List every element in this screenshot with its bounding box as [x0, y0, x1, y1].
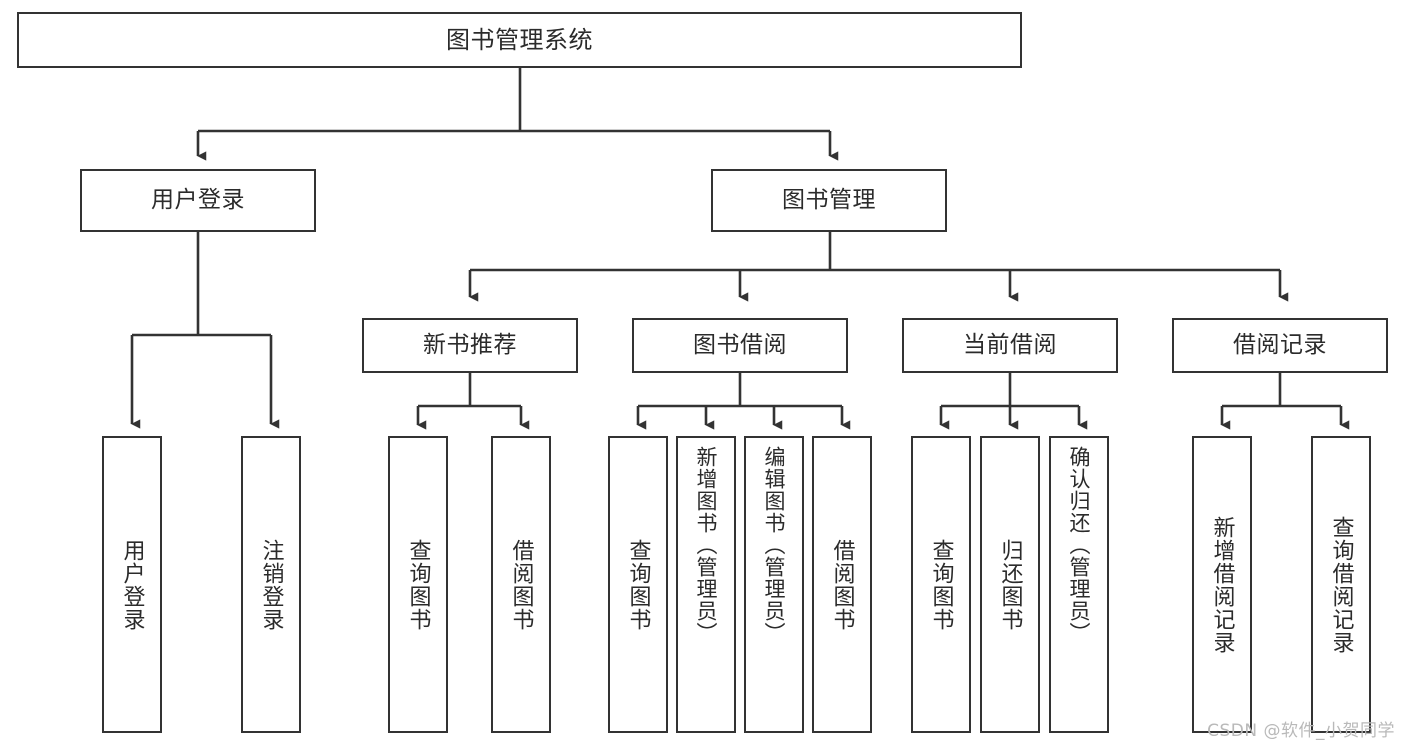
leaf-query-borrow-record[interactable]: 查询借阅记录 [1311, 436, 1371, 733]
leaf-query-book-recommend-label: 查询图书 [405, 538, 431, 631]
node-book-management-label: 图书管理 [782, 186, 876, 213]
leaf-query-book-borrow-label: 查询图书 [625, 538, 651, 631]
leaf-borrow-book[interactable]: 借阅图书 [812, 436, 872, 733]
node-current-borrowing[interactable]: 当前借阅 [902, 318, 1118, 373]
leaf-borrow-book-label: 借阅图书 [829, 538, 855, 631]
node-borrow-records-label: 借阅记录 [1233, 331, 1327, 358]
watermark: CSDN @软件_小贺同学 [1207, 721, 1395, 741]
leaf-query-book-borrow[interactable]: 查询图书 [608, 436, 668, 733]
leaf-add-borrow-record-label: 新增借阅记录 [1209, 515, 1235, 654]
leaf-logout-label: 注销登录 [258, 538, 284, 631]
leaf-edit-book-admin[interactable]: 编辑图书（管理员） [744, 436, 804, 733]
node-user-login[interactable]: 用户登录 [80, 169, 316, 232]
leaf-query-borrow-record-label: 查询借阅记录 [1328, 515, 1354, 654]
node-book-borrowing[interactable]: 图书借阅 [632, 318, 848, 373]
leaf-return-book[interactable]: 归还图书 [980, 436, 1040, 733]
leaf-user-login[interactable]: 用户登录 [102, 436, 162, 733]
leaf-return-book-label: 归还图书 [997, 538, 1023, 631]
node-new-book-recommendation-label: 新书推荐 [423, 331, 517, 358]
node-book-borrowing-label: 图书借阅 [693, 331, 787, 358]
leaf-query-book-recommend[interactable]: 查询图书 [388, 436, 448, 733]
leaf-query-book-current-label: 查询图书 [928, 538, 954, 631]
node-user-login-label: 用户登录 [151, 186, 245, 213]
leaf-edit-book-admin-label: 编辑图书（管理员） [762, 446, 787, 644]
leaf-query-book-current[interactable]: 查询图书 [911, 436, 971, 733]
leaf-borrow-book-recommend[interactable]: 借阅图书 [491, 436, 551, 733]
node-root[interactable]: 图书管理系统 [17, 12, 1022, 68]
leaf-borrow-book-recommend-label: 借阅图书 [508, 538, 534, 631]
leaf-confirm-return-admin[interactable]: 确认归还（管理员） [1049, 436, 1109, 733]
node-book-management[interactable]: 图书管理 [711, 169, 947, 232]
node-current-borrowing-label: 当前借阅 [963, 331, 1057, 358]
leaf-logout[interactable]: 注销登录 [241, 436, 301, 733]
leaf-confirm-return-admin-label: 确认归还（管理员） [1067, 446, 1092, 644]
node-borrow-records[interactable]: 借阅记录 [1172, 318, 1388, 373]
node-new-book-recommendation[interactable]: 新书推荐 [362, 318, 578, 373]
leaf-add-book-admin[interactable]: 新增图书（管理员） [676, 436, 736, 733]
leaf-add-book-admin-label: 新增图书（管理员） [694, 446, 719, 644]
node-root-label: 图书管理系统 [446, 25, 593, 54]
leaf-user-login-label: 用户登录 [119, 538, 145, 631]
leaf-add-borrow-record[interactable]: 新增借阅记录 [1192, 436, 1252, 733]
